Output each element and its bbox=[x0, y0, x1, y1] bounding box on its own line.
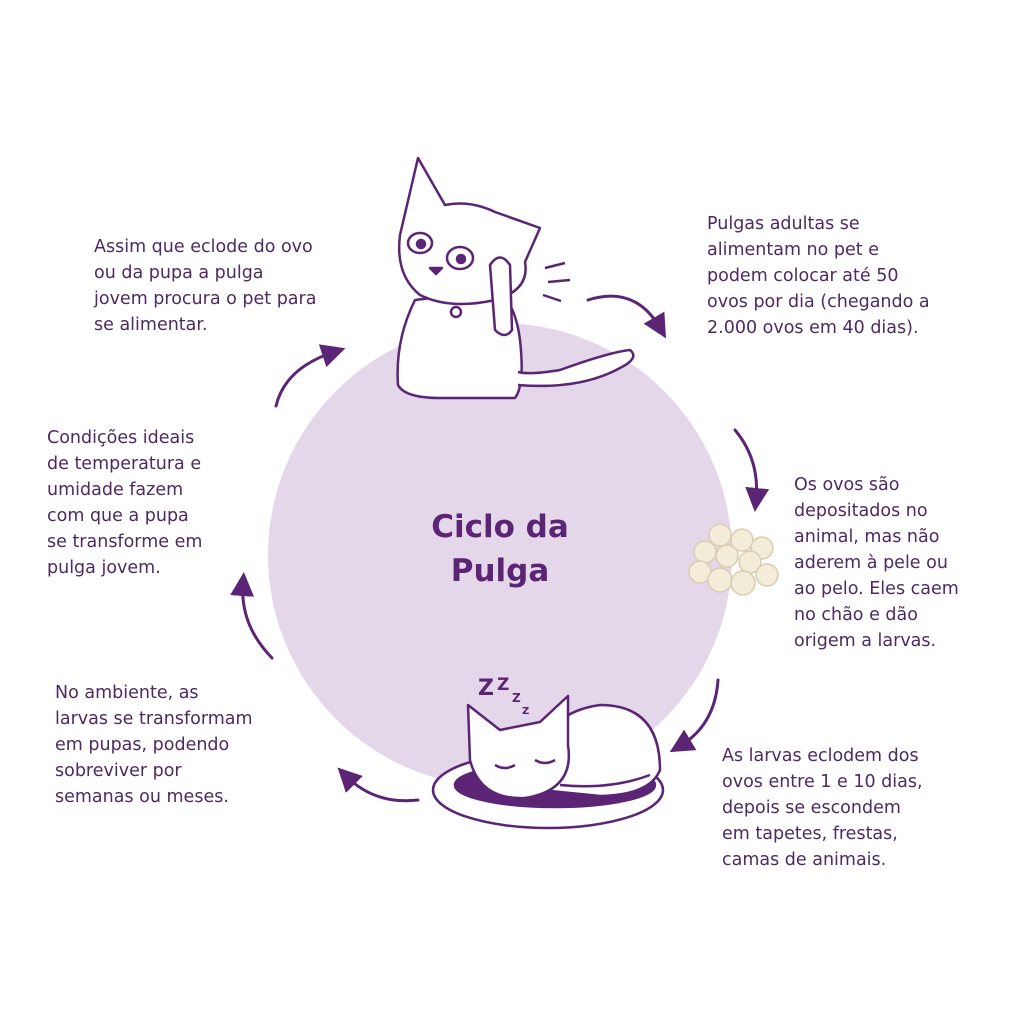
title-line: Pulga bbox=[450, 553, 550, 589]
step-line: ou da pupa a pulga bbox=[94, 263, 264, 283]
step-line: em pupas, podendo bbox=[55, 735, 230, 755]
step-line: de temperatura e bbox=[47, 454, 202, 474]
step-line: Os ovos são bbox=[794, 475, 900, 495]
diagram-title: Ciclo da Pulga bbox=[380, 505, 620, 593]
step-adult-fleas: Pulgas adultas se alimentam no pet e pod… bbox=[707, 211, 930, 341]
cycle-arrow-icon bbox=[230, 294, 770, 803]
arrow-left bbox=[230, 572, 274, 660]
step-line: se alimentar. bbox=[94, 315, 208, 335]
step-line: ovos por dia (chegando a bbox=[707, 292, 930, 312]
step-line: depositados no bbox=[794, 501, 928, 521]
step-eggs: Os ovos são depositados no animal, mas n… bbox=[794, 472, 959, 654]
step-line: sobreviver por bbox=[55, 761, 182, 781]
svg-text:Z: Z bbox=[478, 676, 494, 701]
step-line: pulga jovem. bbox=[47, 558, 161, 578]
step-line: semanas ou meses. bbox=[55, 787, 229, 807]
step-larvae: As larvas eclodem dos ovos entre 1 e 10 … bbox=[722, 743, 923, 873]
step-line: alimentam no pet e bbox=[707, 240, 879, 260]
scratching-cat-icon bbox=[396, 156, 635, 400]
title-line: Ciclo da bbox=[431, 509, 569, 545]
arrow-bottom-right bbox=[669, 678, 720, 753]
flea-eggs-icon bbox=[688, 523, 779, 596]
step-line: podem colocar até 50 bbox=[707, 266, 899, 286]
step-line: com que a pupa bbox=[47, 506, 189, 526]
step-line: 2.000 ovos em 40 dias). bbox=[707, 318, 919, 338]
step-line: umidade fazem bbox=[47, 480, 184, 500]
step-line: camas de animais. bbox=[722, 850, 887, 870]
arrow-bottom bbox=[337, 767, 420, 803]
step-young-flea-feeds: Assim que eclode do ovo ou da pupa a pul… bbox=[94, 234, 316, 338]
step-line: jovem procura o pet para bbox=[94, 289, 317, 309]
step-line: larvas se transformam bbox=[55, 709, 253, 729]
svg-text:Z: Z bbox=[522, 706, 529, 717]
cycle-circle bbox=[268, 323, 732, 787]
step-conditions: Condições ideais de temperatura e umidad… bbox=[47, 425, 202, 581]
step-line: Assim que eclode do ovo bbox=[94, 237, 313, 257]
step-line: ao pelo. Eles caem bbox=[794, 579, 959, 599]
step-line: Condições ideais bbox=[47, 428, 195, 448]
step-pupae: No ambiente, as larvas se transformam em… bbox=[55, 680, 253, 810]
step-line: ovos entre 1 e 10 dias, bbox=[722, 772, 923, 792]
svg-text:Z: Z bbox=[512, 691, 521, 705]
arrow-top-left bbox=[274, 344, 346, 408]
sleeping-cat-icon: Z Z Z Z bbox=[431, 675, 665, 830]
step-line: se transforme em bbox=[47, 532, 203, 552]
step-line: As larvas eclodem dos bbox=[722, 746, 919, 766]
step-line: depois se escondem bbox=[722, 798, 901, 818]
arrow-right bbox=[733, 428, 770, 512]
step-line: animal, mas não bbox=[794, 527, 940, 547]
arrow-top-right bbox=[586, 294, 667, 339]
step-line: aderem à pele ou bbox=[794, 553, 948, 573]
step-line: origem a larvas. bbox=[794, 631, 937, 651]
step-line: em tapetes, frestas, bbox=[722, 824, 898, 844]
step-line: no chão e dão bbox=[794, 605, 918, 625]
step-line: No ambiente, as bbox=[55, 683, 199, 703]
svg-text:Z: Z bbox=[497, 675, 509, 695]
step-line: Pulgas adultas se bbox=[707, 214, 860, 234]
